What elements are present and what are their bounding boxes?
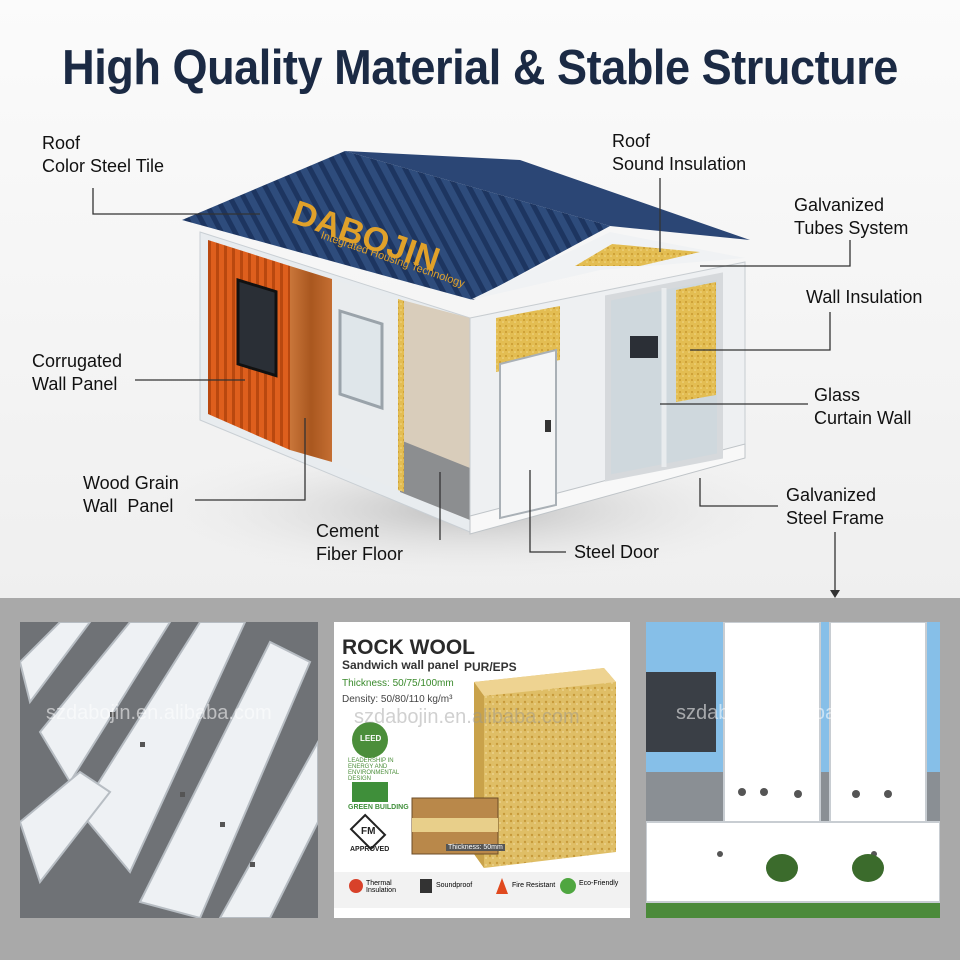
rockwool-subtitle: Sandwich wall panel	[342, 658, 459, 672]
watermark-3: szdabojin.en.alibaba.com	[676, 702, 902, 724]
rockwool-graphic	[334, 668, 630, 908]
eco-icon	[560, 878, 576, 894]
steel-profiles-graphic	[20, 622, 318, 918]
label-roof-sound-insulation: Roof Sound Insulation	[612, 131, 747, 174]
fm-caption: APPROVED	[350, 846, 390, 853]
roof-sound-insulation	[575, 244, 700, 266]
insulation-strip	[398, 299, 404, 492]
thermal-icon	[349, 879, 363, 893]
watermark-1: szdabojin.en.alibaba.com	[46, 702, 272, 724]
sample-thickness: Thickness: 50mm	[446, 844, 505, 851]
steel-profiles-photo: szdabojin.en.alibaba.com	[20, 622, 318, 918]
rockwool-thickness: Thickness: 50/75/100mm	[342, 678, 454, 689]
soundproof-icon	[420, 879, 432, 893]
label-cement-fiber-floor: Cement Fiber Floor	[316, 521, 404, 564]
fire-icon	[496, 878, 508, 894]
wood-grain-wall-panel	[290, 266, 332, 462]
label-glass-curtain-wall: Glass Curtain Wall	[814, 385, 912, 428]
label-wood-grain-wall-panel: Wood Grain Wall Panel	[83, 473, 179, 516]
frame-arrow-icon	[830, 590, 840, 598]
rockwool-title: ROCK WOOL	[342, 636, 475, 659]
door-handle	[545, 420, 551, 432]
green-building-icon	[352, 782, 388, 802]
rockwool-panel: ROCK WOOL Sandwich wall panel PUR/EPS Th…	[334, 622, 630, 918]
glass-wall-insulation	[676, 282, 716, 402]
leed-label: LEED	[360, 734, 382, 743]
fm-icon	[349, 813, 387, 851]
label-galvanized-tubes-system: Galvanized Tubes System	[794, 195, 909, 238]
label-steel-door: Steel Door	[574, 542, 660, 562]
page-title: High Quality Material & Stable Structure	[62, 41, 898, 95]
label-wall-insulation: Wall Insulation	[806, 287, 923, 307]
rockwool-density: Density: 50/80/110 kg/m³	[342, 694, 453, 705]
green-building-label: GREEN BUILDING	[348, 804, 409, 811]
feature-eco: Eco-Friendly	[579, 880, 619, 887]
side-window	[236, 278, 278, 378]
side-window-2	[338, 308, 384, 411]
steel-frame-photo: szdabojin.en.alibaba.com	[646, 622, 940, 918]
label-roof-color-steel-tile: Roof Color Steel Tile	[42, 133, 165, 176]
feature-thermal: Thermal Insulation	[366, 880, 396, 894]
roof-back	[345, 151, 750, 240]
leed-caption: LEADERSHIP IN ENERGY AND ENVIRONMENTAL D…	[348, 758, 400, 782]
watermark-2: szdabojin.en.alibaba.com	[354, 706, 580, 728]
steel-frame-graphic	[646, 622, 940, 918]
steel-door	[499, 348, 557, 520]
feature-fire: Fire Resistant	[512, 882, 556, 889]
interior-floor	[400, 440, 470, 520]
label-corrugated-wall-panel: Corrugated Wall Panel	[32, 351, 123, 394]
tv-icon	[630, 336, 658, 358]
fm-label: FM	[361, 826, 376, 837]
leed-icon	[352, 722, 388, 758]
house-illustration: DABOJIN Integrated Housing Technology	[92, 151, 851, 598]
rockwool-alt: PUR/EPS	[464, 660, 517, 674]
roof-side	[182, 151, 610, 300]
label-galvanized-steel-frame: Galvanized Steel Frame	[786, 485, 885, 528]
feature-soundproof: Soundproof	[436, 882, 473, 889]
